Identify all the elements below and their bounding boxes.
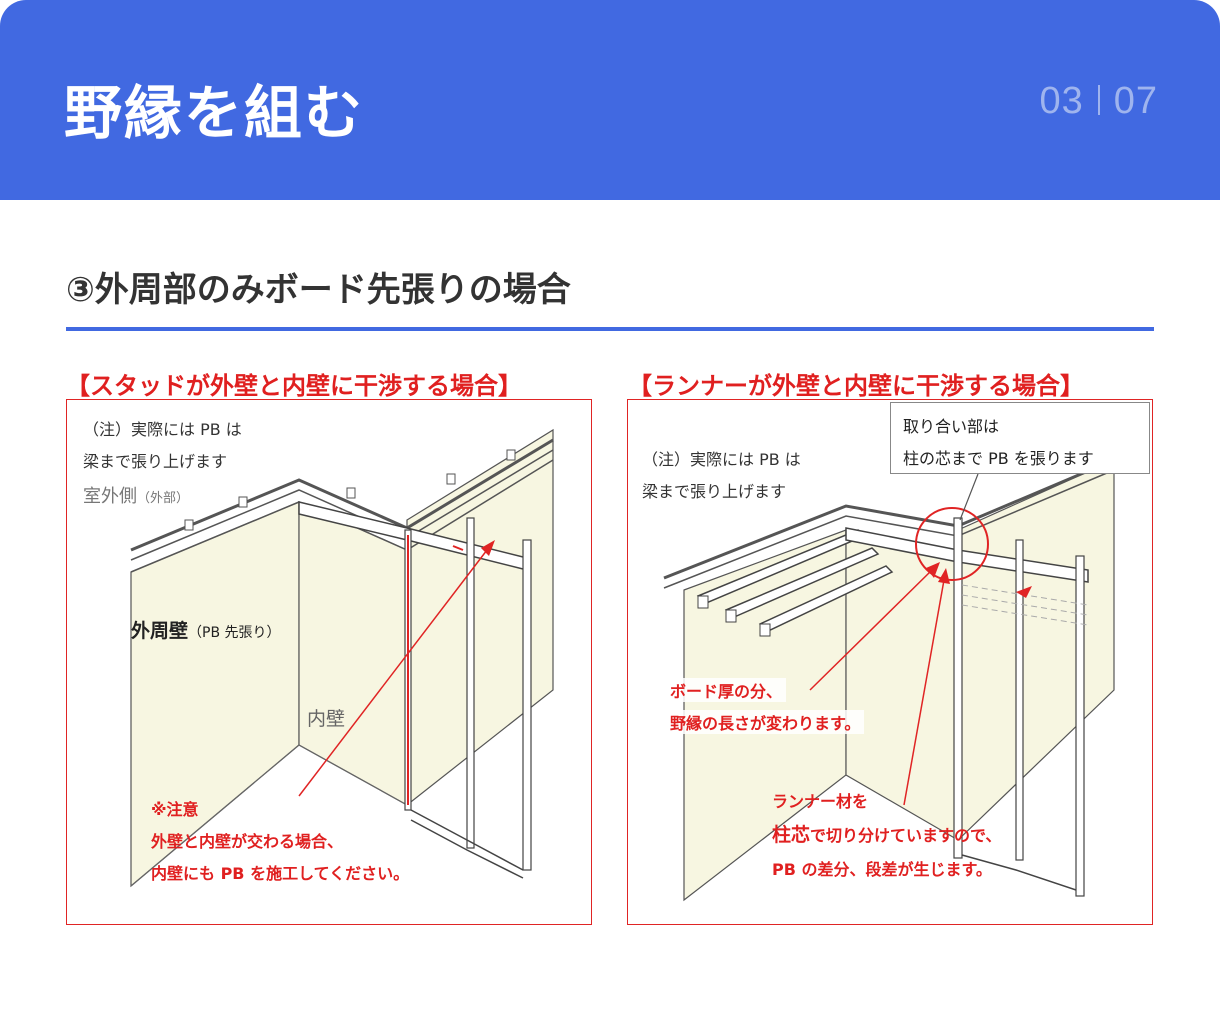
- board-thickness-line2: 野縁の長さが変わります。: [666, 710, 865, 734]
- runner-note-line3: PB の差分、段差が生じます。: [772, 860, 992, 879]
- right-note-line1: （注）実際には PB は: [642, 450, 801, 469]
- right-note-line2: 梁まで張り上げます: [642, 482, 787, 501]
- section-title: ③外周部のみボード先張りの場合: [66, 270, 571, 310]
- right-panel-title: 【ランナーが外壁と内壁に干渉する場合】: [628, 372, 1084, 400]
- left-perimeter-board-corner: [298, 501, 408, 807]
- runner-note-line1: ランナー材を: [772, 792, 869, 811]
- caution-line2: 外壁と内壁が交わる場合、: [151, 832, 344, 851]
- perimeter-label-sub: （PB 先張り）: [188, 625, 281, 641]
- caution-line1: ※注意: [151, 800, 199, 819]
- inner-wall-label: 内壁: [307, 708, 346, 730]
- page-title: 野縁を組む: [64, 79, 365, 147]
- perimeter-label-text: 外周壁: [131, 620, 189, 642]
- runner-note-bold: 柱芯: [772, 824, 811, 846]
- outside-label-text: 室外側: [83, 486, 137, 507]
- board-thickness-line1: ボード厚の分、: [666, 678, 787, 702]
- outside-label-sub: （外部）: [137, 491, 190, 506]
- left-note-line1: （注）実際には PB は: [83, 420, 242, 439]
- runner-note-line2: 柱芯で切り分けていますので、: [772, 820, 1001, 847]
- left-panel-title: 【スタッドが外壁と内壁に干渉する場合】: [66, 372, 522, 400]
- section-divider: [66, 327, 1154, 331]
- callout-line1: 取り合い部は: [903, 417, 1000, 436]
- page-separator: [1097, 85, 1100, 115]
- left-wall-diagram: [130, 428, 554, 888]
- page-indicator: 03 07: [1039, 80, 1158, 123]
- callout-line2: 柱の芯まで PB を張ります: [903, 449, 1094, 468]
- outside-label: 室外側（外部）: [83, 482, 189, 508]
- page-total: 07: [1113, 80, 1158, 122]
- runner-note-rest: で切り分けていますので、: [810, 826, 1002, 845]
- perimeter-wall-label: 外周壁（PB 先張り）: [131, 616, 281, 643]
- header-bar: 野縁を組む 03 07: [0, 0, 1220, 200]
- right-wall-diagram: [663, 458, 1115, 902]
- right-diagram-panel: 取り合い部は 柱の芯まで PB を張ります （注）実際には PB は 梁まで張り…: [627, 399, 1153, 925]
- left-note-line2: 梁まで張り上げます: [83, 452, 228, 471]
- junction-callout: 取り合い部は 柱の芯まで PB を張ります: [890, 402, 1150, 474]
- page-current: 03: [1039, 80, 1084, 122]
- left-diagram-panel: （注）実際には PB は 梁まで張り上げます 室外側（外部） 外周壁（PB 先張…: [66, 399, 592, 925]
- caution-line3: 内壁にも PB を施工してください。: [151, 864, 410, 883]
